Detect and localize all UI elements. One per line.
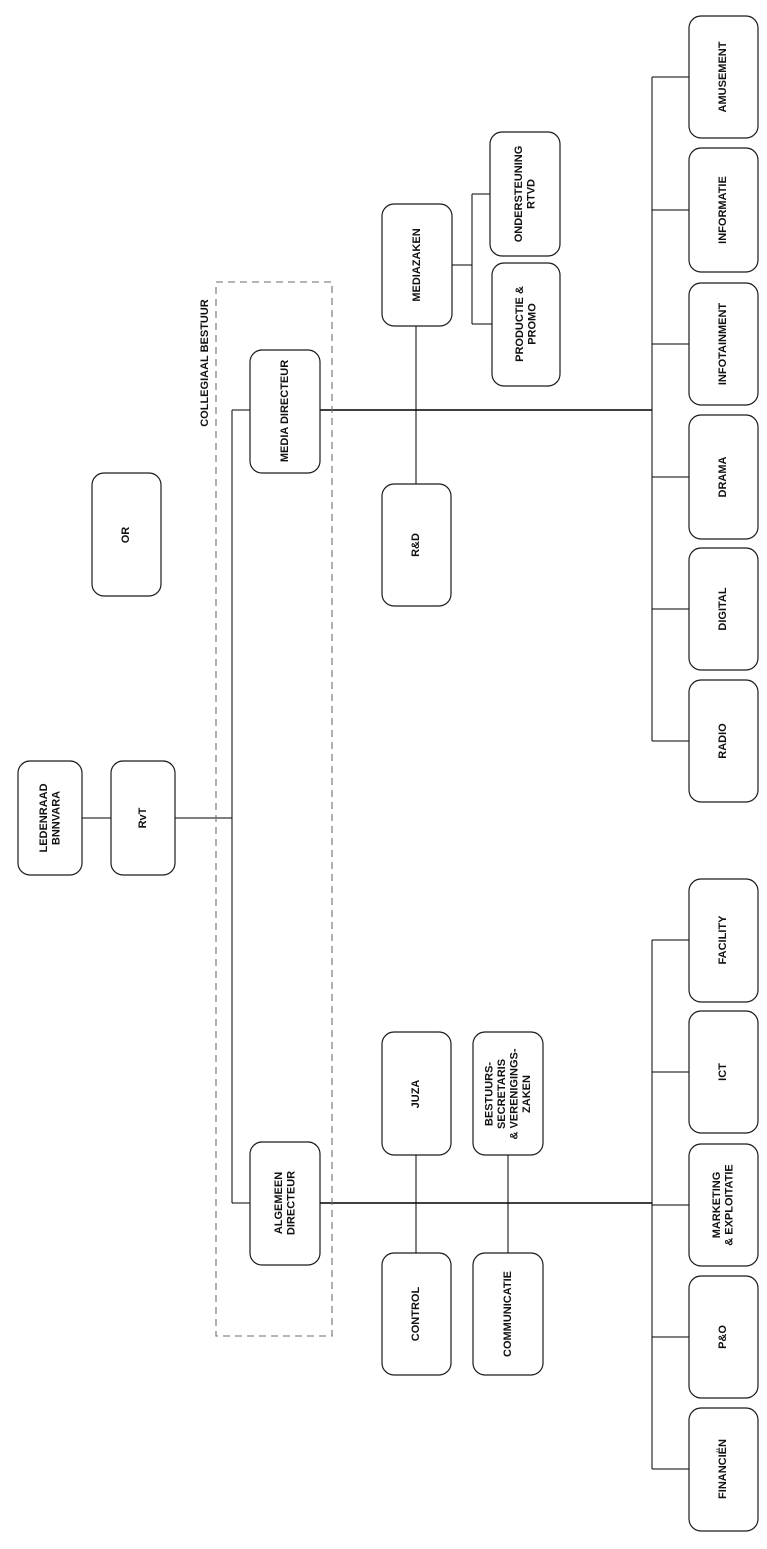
marketing-exploitatie-label: MARKETING [711, 1172, 723, 1239]
box-amusement[interactable]: AMUSEMENT [688, 15, 759, 139]
bestuurssecretaris-label: BESTUURS- [483, 1062, 495, 1127]
box-drama[interactable]: DRAMA [688, 414, 759, 540]
financien-label: FINANCIËN [716, 1439, 729, 1499]
box-juza[interactable]: JUZA [381, 1031, 452, 1156]
box-media-directeur[interactable]: MEDIA DIRECTEUR [249, 349, 321, 474]
box-rd[interactable]: R&D [381, 483, 452, 607]
box-ict[interactable]: ICT [688, 1010, 759, 1134]
collegiaal-bestuur-title: COLLEGIAAL BESTUUR [199, 299, 211, 427]
box-rvt[interactable]: RvT [110, 760, 176, 876]
productie-promo-label: PROMO [526, 303, 538, 345]
or-label: OR [120, 527, 132, 544]
collegiaal-bestuur-group [215, 281, 333, 1337]
bestuurssecretaris-label: ZAKEN [521, 1075, 533, 1113]
amusement-label: AMUSEMENT [717, 41, 729, 112]
drama-label: DRAMA [717, 456, 729, 497]
ict-label: ICT [717, 1063, 729, 1081]
connector-lines [82, 76, 689, 1470]
radio-label: RADIO [717, 723, 729, 759]
box-radio[interactable]: RADIO [688, 679, 759, 803]
bestuurssecretaris-label: SECRETARIS [496, 1059, 508, 1129]
algemeen-directeur-label: ALGEMEEN [273, 1172, 285, 1234]
ondersteuning-rtvd-label: RTVD [525, 179, 537, 209]
box-digital[interactable]: DIGITAL [688, 547, 759, 671]
box-communicatie[interactable]: COMMUNICATIE [472, 1252, 544, 1376]
box-facility[interactable]: FACILITY [688, 878, 759, 1003]
rvt-label: RvT [137, 807, 149, 828]
box-informatie[interactable]: INFORMATIE [688, 147, 759, 273]
productie-promo-label: PRODUCTIE & [514, 286, 526, 362]
media-directeur-label: MEDIA DIRECTEUR [279, 360, 291, 462]
algemeen-directeur-label: DIRECTEUR [285, 1171, 297, 1235]
facility-label: FACILITY [717, 915, 729, 965]
box-infotainment[interactable]: INFOTAINMENT [688, 282, 759, 406]
digital-label: DIGITAL [717, 587, 729, 630]
po-label: P&O [717, 1325, 729, 1349]
box-bestuurssecretaris[interactable]: BESTUURS-SECRETARIS& VERENIGINGS-ZAKEN [472, 1031, 544, 1156]
infotainment-label: INFOTAINMENT [717, 303, 729, 386]
ledenraad-label: BNNVARA [50, 791, 62, 845]
mediazaken-label: MEDIAZAKEN [411, 228, 423, 301]
informatie-label: INFORMATIE [717, 176, 729, 244]
communicatie-label: COMMUNICATIE [502, 1271, 514, 1357]
ondersteuning-rtvd-label: ONDERSTEUNING [513, 146, 525, 243]
box-po[interactable]: P&O [688, 1275, 759, 1399]
box-mediazaken[interactable]: MEDIAZAKEN [381, 203, 453, 327]
juza-label: JUZA [410, 1080, 422, 1109]
box-financien[interactable]: FINANCIËN [688, 1407, 759, 1532]
ledenraad-label: LEDENRAAD [38, 783, 50, 852]
box-productie-promo[interactable]: PRODUCTIE &PROMO [491, 262, 561, 387]
box-marketing-exploitatie[interactable]: MARKETING& EXPLOITATIE [688, 1143, 759, 1267]
control-label: CONTROL [410, 1287, 422, 1342]
marketing-exploitatie-label: & EXPLOITATIE [723, 1164, 735, 1246]
box-control[interactable]: CONTROL [381, 1252, 452, 1376]
box-or[interactable]: OR [91, 472, 162, 597]
rd-label: R&D [410, 533, 422, 557]
bestuurssecretaris-label: & VERENIGINGS- [508, 1048, 520, 1139]
